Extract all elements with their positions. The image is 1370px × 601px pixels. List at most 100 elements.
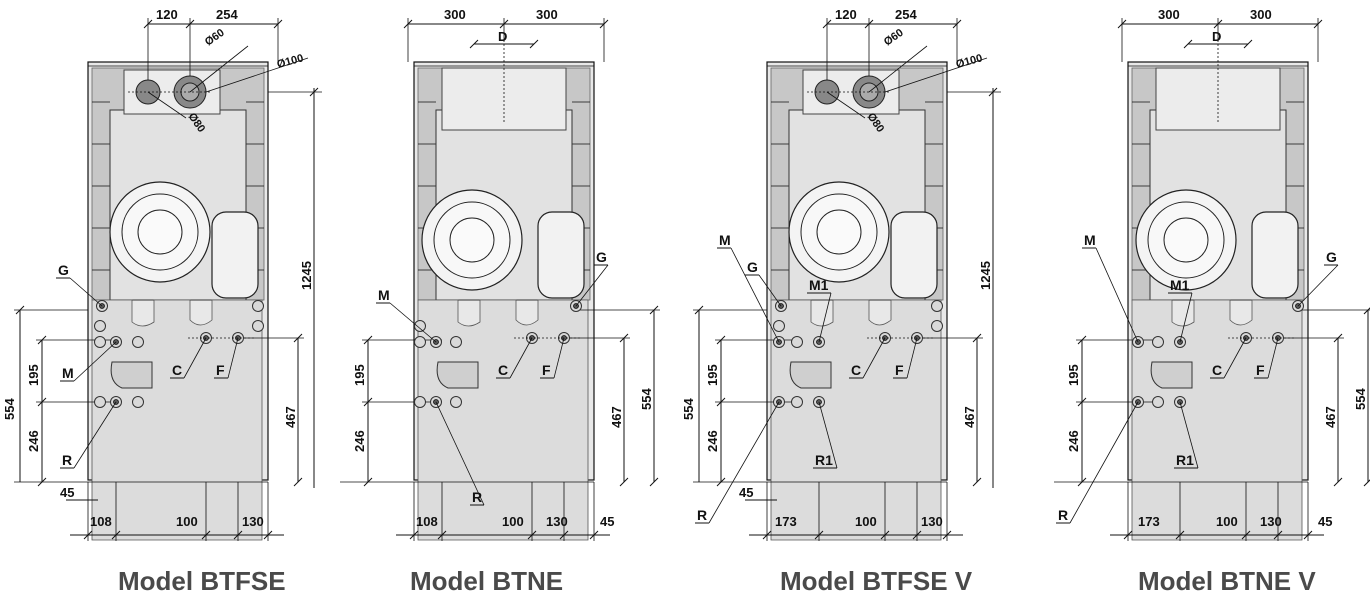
model-caption: Model BTFSE V <box>780 566 973 596</box>
knockout-hole <box>132 396 144 408</box>
dimension-300-right: 300 <box>536 7 558 22</box>
knockout-hole <box>252 320 264 332</box>
label-G: G <box>1326 249 1337 265</box>
dimension-tick <box>1213 19 1223 29</box>
dimension-tick <box>822 19 832 29</box>
dimension-130: 130 <box>1260 514 1282 529</box>
label-M: M <box>378 287 390 303</box>
connection-leader <box>73 341 117 382</box>
diameter-leader <box>884 57 988 93</box>
connection-leader <box>862 337 886 379</box>
label-R: R <box>472 489 482 505</box>
dimension-tick <box>972 333 982 343</box>
label-C: C <box>498 362 508 378</box>
lower-panel <box>1131 299 1303 541</box>
dimension-100: 100 <box>1216 514 1238 529</box>
dimension-554: 554 <box>2 398 17 420</box>
dimension-130: 130 <box>242 514 264 529</box>
knockout-hole <box>132 336 144 348</box>
label-G: G <box>596 249 607 265</box>
model-caption: Model BTNE V <box>1138 566 1316 596</box>
dimension-tick <box>1183 39 1193 49</box>
cable-slot <box>110 361 153 389</box>
dimension-130: 130 <box>546 514 568 529</box>
burner-core <box>137 209 183 255</box>
dimension-108: 108 <box>416 514 438 529</box>
dimension-tick <box>1363 307 1370 315</box>
dimension-100: 100 <box>502 514 524 529</box>
dimension-tick <box>589 530 599 540</box>
dimension-tick <box>293 333 303 343</box>
dimension-tick <box>499 19 509 29</box>
dimension-tick <box>1313 19 1323 29</box>
dimension-tick <box>988 87 998 97</box>
dimension-467: 467 <box>1323 406 1338 428</box>
dimension-tick <box>619 477 629 487</box>
expansion-vessel <box>537 211 585 299</box>
dimension-45: 45 <box>600 514 614 529</box>
dimension-120: 120 <box>835 7 857 22</box>
expansion-vessel <box>211 211 259 299</box>
flue-diameter-100: Ø100 <box>276 52 305 71</box>
dimension-246: 246 <box>705 430 720 452</box>
dimension-tick <box>559 530 569 540</box>
knockout-hole <box>1152 396 1164 408</box>
label-R: R <box>697 507 707 523</box>
dimension-tick <box>814 530 824 540</box>
dimension-tick <box>1243 39 1253 49</box>
dimension-tick <box>83 530 93 540</box>
dimension-45: 45 <box>739 485 753 500</box>
knockout-hole <box>252 300 264 312</box>
diameter-leader <box>147 91 187 119</box>
connection-leader <box>227 337 239 379</box>
dimension-tick <box>15 305 25 315</box>
flue-diameter-100: Ø100 <box>955 52 984 71</box>
label-R: R <box>62 452 72 468</box>
diameter-leader <box>205 57 309 93</box>
flue-diameter-60: Ø60 <box>203 27 227 49</box>
dimension-tick <box>309 87 319 97</box>
dimension-tick <box>1333 333 1343 343</box>
dimension-554: 554 <box>681 398 696 420</box>
flue-diameter-60: Ø60 <box>882 27 906 49</box>
label-C: C <box>851 362 861 378</box>
label-M: M <box>719 232 731 248</box>
knockout-hole <box>931 300 943 312</box>
diameter-leader <box>868 45 928 93</box>
dimension-tick <box>1333 477 1343 487</box>
dimension-tick <box>599 19 609 29</box>
model-caption: Model BTNE <box>410 566 563 596</box>
dimension-tick <box>185 19 195 29</box>
dimension-tick <box>1123 530 1133 540</box>
dimension-tick <box>469 39 479 49</box>
dimension-108: 108 <box>90 514 112 529</box>
diameter-leader <box>189 45 249 93</box>
flue-hood <box>1155 67 1281 131</box>
dimension-254: 254 <box>895 7 917 22</box>
dimension-173: 173 <box>1138 514 1160 529</box>
knockout-hole <box>450 396 462 408</box>
expansion-vessel <box>1251 211 1299 299</box>
dimension-254: 254 <box>216 7 238 22</box>
dimension-130: 130 <box>921 514 943 529</box>
knockout-hole <box>450 336 462 348</box>
knockout-hole <box>791 396 803 408</box>
dimension-467: 467 <box>962 406 977 428</box>
dimension-tick <box>1273 530 1283 540</box>
cable-slot <box>789 361 832 389</box>
dimension-tick <box>864 19 874 29</box>
dimension-100: 100 <box>176 514 198 529</box>
dimension-246: 246 <box>1066 430 1081 452</box>
connection-leader <box>1179 292 1193 343</box>
connection-leader <box>1069 401 1139 524</box>
lower-panel <box>417 299 589 541</box>
connection-leader <box>553 337 565 379</box>
dimension-tick <box>1117 19 1127 29</box>
dimension-246: 246 <box>352 430 367 452</box>
flue-hood <box>441 67 567 131</box>
lower-panel <box>770 299 942 541</box>
dimension-tick <box>527 530 537 540</box>
connection-leader <box>73 401 117 469</box>
connection-leader <box>906 337 918 379</box>
